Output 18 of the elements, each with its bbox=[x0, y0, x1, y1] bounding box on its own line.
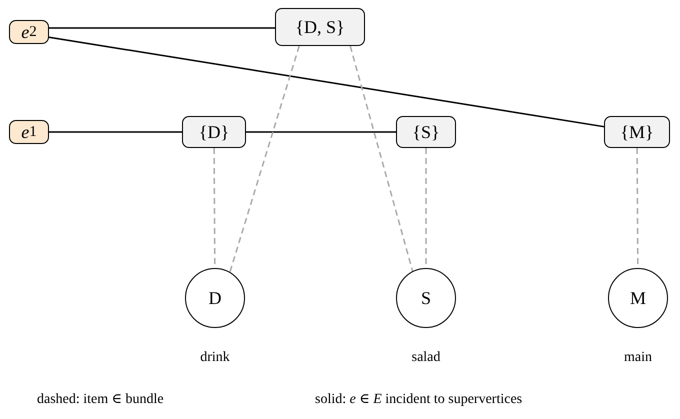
item-node: S bbox=[396, 268, 456, 328]
item-node: D bbox=[185, 268, 245, 328]
legend-note: dashed: item ∈ bundle bbox=[37, 391, 164, 408]
connector-line bbox=[49, 131, 182, 133]
connector-line bbox=[49, 27, 275, 29]
supervertex-box: {D} bbox=[182, 116, 246, 148]
supervertex-box: {S} bbox=[396, 116, 456, 148]
supervertex-box: {D, S} bbox=[275, 8, 365, 46]
supervertex-box: {M} bbox=[604, 116, 670, 148]
item-caption: salad bbox=[412, 350, 440, 366]
connector-line bbox=[48, 36, 604, 128]
dashed-connector bbox=[350, 46, 414, 272]
item-node: M bbox=[608, 268, 668, 328]
dashed-connector bbox=[229, 46, 300, 272]
item-caption: main bbox=[624, 350, 652, 366]
item-caption: drink bbox=[200, 350, 230, 366]
legend-note: solid: e ∈ E incident to supervertices bbox=[315, 391, 522, 408]
connector-line bbox=[246, 131, 396, 133]
